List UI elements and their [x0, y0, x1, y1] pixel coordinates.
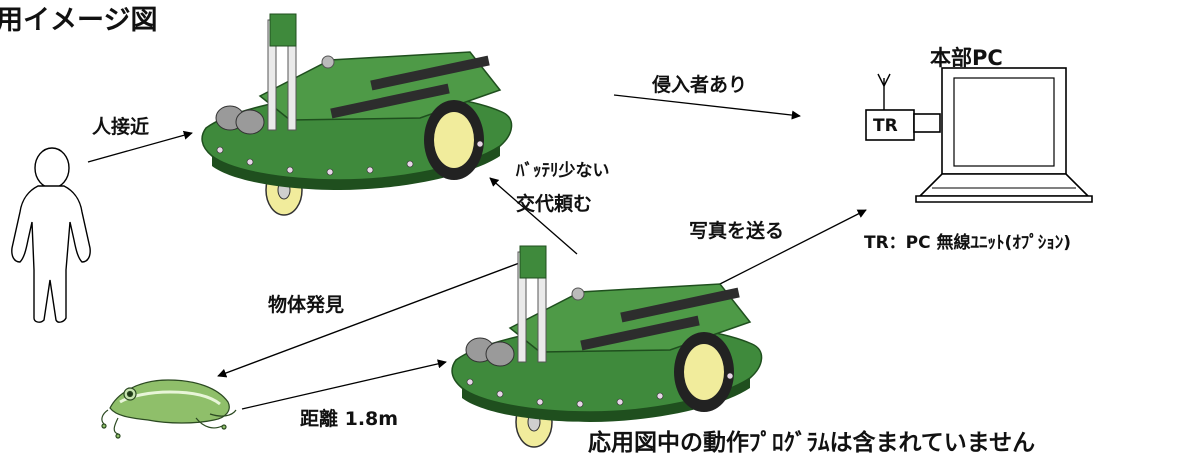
label-battery-low: ﾊﾞｯﾃﾘ少ない: [516, 161, 610, 181]
arrow-intruder: [613, 94, 801, 120]
person-icon: [11, 147, 91, 323]
tr-unit: [865, 109, 941, 141]
label-object-found: 物体発見: [268, 294, 345, 316]
antenna-icon: [877, 73, 891, 110]
label-intruder: 侵入者あり: [652, 74, 748, 96]
label-program-note: 応用図中の動作ﾌﾟﾛｸﾞﾗﾑは含まれていません: [588, 430, 1036, 456]
arrow-battery: [489, 177, 578, 255]
label-distance: 距離 1.8m: [300, 408, 399, 430]
arrow-distance: [241, 359, 447, 410]
robot-car-icon: [451, 245, 763, 448]
diagram-title: 用イメージ図: [0, 5, 158, 36]
robot-car-icon: [201, 13, 513, 216]
arrow-photo: [715, 209, 867, 287]
label-battery-swap: 交代頼む: [516, 193, 593, 215]
label-approach: 人接近: [92, 116, 150, 138]
label-send-photo: 写真を送る: [689, 220, 785, 242]
laptop-icon: [915, 67, 1093, 203]
arrow-object: [217, 261, 523, 378]
label-tr: TR: [873, 116, 898, 136]
arrow-approach: [87, 130, 193, 163]
frog-icon: [101, 379, 237, 439]
label-hq-pc: 本部PC: [930, 46, 1003, 70]
label-tr-note: TR：PC 無線ﾕﾆｯﾄ(ｵﾌﾟｼｮﾝ): [864, 233, 1072, 253]
